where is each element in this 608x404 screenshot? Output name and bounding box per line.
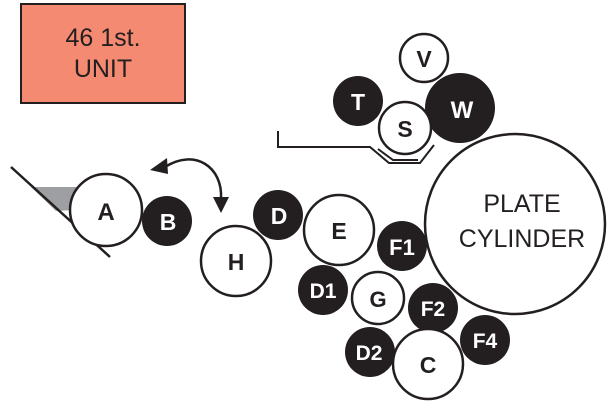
roller-v [398,32,450,84]
roller-f2-label: F2 [421,298,446,321]
unit-label-line1: 46 1st. [65,23,141,52]
roller-e-label: E [331,218,346,244]
roller-g-label: G [369,287,386,312]
roller-f4 [460,315,510,365]
roller-e [302,193,376,267]
roller-a-label: A [97,199,114,226]
plate-cylinder-label-line2: CYLINDER [459,225,585,253]
roller-s [377,100,433,156]
roller-h-label: H [228,249,245,275]
roller-b [142,196,192,246]
plate-cylinder-label-line1: PLATE [483,190,560,218]
roller-f2 [408,283,458,333]
roller-t [333,76,383,126]
roller-d1 [298,265,348,315]
unit-label-line2: UNIT [73,54,133,83]
roller-d2-label: D2 [356,342,383,365]
roller-d2 [345,327,395,377]
roller-a [68,172,144,248]
roller-s-label: S [397,116,412,142]
roller-d1-label: D1 [310,280,337,303]
ink-fountain-fill [31,187,80,211]
dampening-pan-inner [377,148,418,161]
roller-d [253,190,303,240]
dampening-pan [277,131,435,164]
roller-c [391,327,465,401]
oscillation-arrow [164,158,223,200]
roller-w-label: W [451,97,474,124]
oscillation-arrow-head-left [150,158,168,174]
roller-f1 [377,221,427,271]
plate-cylinder [423,132,607,316]
roller-f4-label: F4 [473,330,498,353]
roller-d-label: D [271,203,288,229]
oscillation-arrow-head-right [213,197,229,213]
roller-c-label: C [420,352,437,378]
roller-t-label: T [351,89,365,115]
roller-g [350,270,406,326]
roller-h [199,224,273,298]
roller-v-label: V [416,46,432,72]
roller-f1-label: F1 [389,235,415,260]
roller-b-label: B [160,209,177,235]
unit-label-box: 46 1st. UNIT [20,3,186,104]
roller-w [425,73,495,143]
